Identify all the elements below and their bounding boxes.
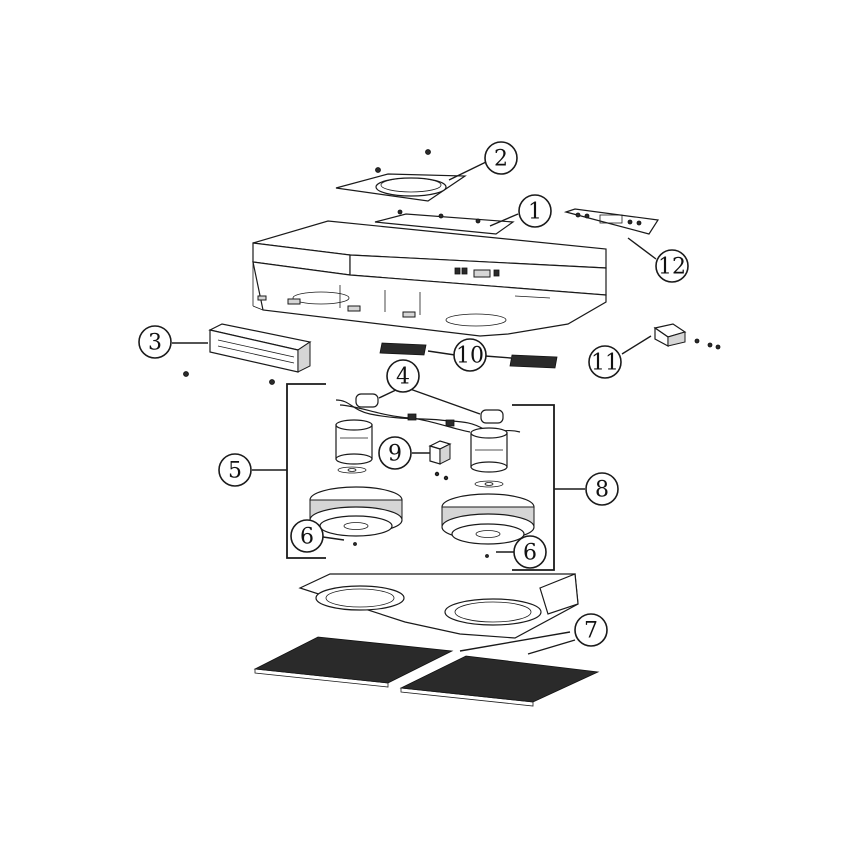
group-bracket-8 [512,404,555,571]
grease-filter-left [253,636,454,688]
duct-collar-plate [335,149,467,202]
left-blower-wheel [309,486,403,546]
svg-text:7: 7 [584,619,598,644]
left-motor [335,419,373,474]
control-panel [563,208,660,235]
grease-filter-right [399,655,600,707]
svg-text:10: 10 [456,344,484,369]
svg-text:6: 6 [523,541,537,566]
callout-2: 2 [484,141,518,175]
light-modules [379,342,558,369]
svg-text:8: 8 [595,478,609,503]
callout-6-right: 6 [513,535,547,569]
right-blower-wheel [441,493,535,558]
leader-11 [621,335,652,355]
capacitors-wiring [335,393,521,433]
callout-1: 1 [518,194,552,228]
blower-housing-plate [298,573,579,639]
callout-6-left: 6 [290,519,324,553]
right-motor [434,427,508,488]
leader-4b [409,388,481,415]
svg-text:2: 2 [494,147,508,172]
callout-8: 8 [585,472,619,506]
leader-6a [322,536,345,541]
leader-7b [527,639,576,655]
callout-11: 11 [588,345,622,379]
svg-text:12: 12 [658,255,686,280]
svg-text:9: 9 [388,442,402,467]
callout-12: 12 [655,249,689,283]
leader-12 [627,237,657,260]
svg-text:1: 1 [528,200,542,225]
leader-10a [427,350,456,356]
svg-text:6: 6 [300,525,314,550]
svg-text:11: 11 [591,351,619,376]
svg-text:5: 5 [228,459,242,484]
callout-10: 10 [453,338,487,372]
top-cover-plate [374,209,515,235]
switch-block [653,323,721,350]
callout-3: 3 [138,325,172,359]
callout-9: 9 [378,436,412,470]
svg-text:4: 4 [396,365,410,390]
leader-10b [484,355,512,359]
damper [183,323,312,385]
leader-7a [459,631,571,652]
callout-4: 4 [386,359,420,393]
hood-body [252,220,607,337]
leader-1 [489,213,519,227]
callout-5: 5 [218,453,252,487]
svg-text:3: 3 [148,331,162,356]
group-bracket-5 [286,383,326,559]
leader-2 [448,161,487,181]
callout-7: 7 [574,613,608,647]
junction-box [428,440,452,465]
